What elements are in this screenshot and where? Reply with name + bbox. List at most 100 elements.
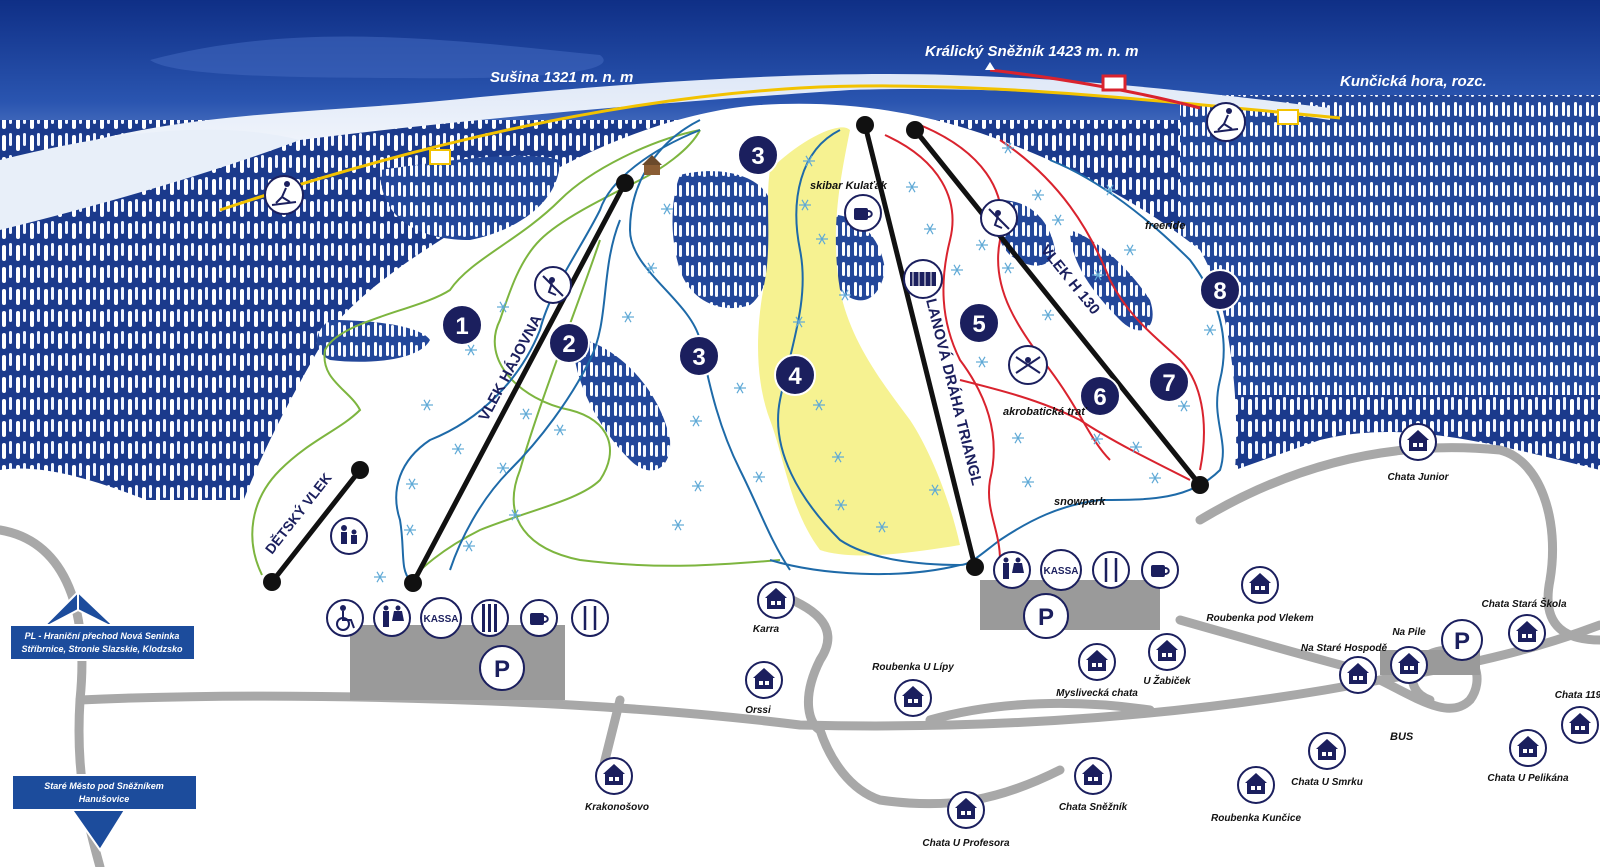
cash-desk-badge: KASSA [1040,549,1082,591]
cash-desk-label: KASSA [1043,566,1078,577]
svg-text:Orssi: Orssi [745,705,771,716]
svg-text:Na Pile: Na Pile [1392,627,1426,638]
sign-line-2: Stříbrnice, Stronie Slazskie, Klodzsko [21,644,183,654]
accommodation-roubenka-kuncice[interactable]: Roubenka Kunčice [1211,766,1301,824]
slope-number: 4 [788,363,802,390]
accommodation-chata-u-profesora[interactable]: Chata U Profesora [922,791,1010,849]
accommodation-karra[interactable]: Karra [753,581,795,635]
accommodation-roubenka-pod-vlekem[interactable]: Roubenka pod Vlekem [1206,566,1314,624]
cash-desk-label: KASSA [423,614,458,625]
drag-lift-icon [534,266,572,304]
forest-right [1180,95,1600,395]
svg-text:Myslivecká chata: Myslivecká chata [1056,688,1138,699]
accommodation-chata-junior[interactable]: Chata Junior [1387,423,1450,483]
parking-lot-left [350,625,565,700]
accommodation-chata-u-pelikana[interactable]: Chata U Pelikána [1487,729,1569,784]
svg-text:Roubenka U Lípy: Roubenka U Lípy [872,662,954,673]
direction-sign-pl-border[interactable]: PL - Hraniční přechod Nová Seninka Stříb… [9,589,196,661]
svg-text:Chata U Pelikána: Chata U Pelikána [1487,773,1569,784]
trail-marker-yellow [429,149,451,165]
trail-marker-yellow [1277,109,1299,125]
family-icon [330,517,368,555]
direction-sign-stare-mesto[interactable]: Staré Město pod Sněžníkem Hanušovice [11,774,198,852]
cross-country-ski-icon [264,175,304,215]
slope-number: 1 [455,313,468,340]
toilet-icon [993,551,1031,589]
cabin-icon [642,155,662,175]
akrobaticka-label: akrobatická trať [1003,406,1088,418]
svg-text:Roubenka Kunčice: Roubenka Kunčice [1211,813,1301,824]
parking-label: P [1454,628,1470,655]
peak-label-kralicky: Králický Sněžník 1423 m. n. m [925,43,1138,60]
freestyle-skier-icon [1008,345,1048,385]
accommodation-chata-u-smrku[interactable]: Chata U Smrku [1291,732,1363,788]
accommodation-na-pile[interactable]: Na Pile [1390,627,1428,684]
accommodation-na-stare-hospode[interactable]: Na Staré Hospodě [1301,643,1388,694]
slope-number: 7 [1162,370,1175,397]
slope-badge[interactable]: 1 [441,304,483,346]
bus-stop-label: BUS [1390,731,1414,743]
peak-marker [985,62,995,70]
slope-number: 6 [1093,384,1106,411]
yellow-ridge-trail [219,84,1341,212]
lifts [269,122,1203,586]
slope-badge[interactable]: 3 [737,134,779,176]
svg-text:Na Staré Hospodě: Na Staré Hospodě [1301,643,1388,654]
svg-text:Chata Sněžník: Chata Sněžník [1059,802,1128,813]
coffee-cup-icon [1141,551,1179,589]
lift-stations [263,116,1209,592]
slope-number: 3 [751,143,764,170]
freeride-zone [758,127,960,556]
cash-desk-badge: KASSA [420,597,462,639]
sign-line-1: PL - Hraniční přechod Nová Seninka [25,631,180,641]
red-ridge-trail [989,68,1201,110]
toilet-icon [373,599,411,637]
forest-island [672,171,774,309]
svg-text:Chata 119: Chata 119 [1555,690,1600,701]
trail-marker-red [1101,74,1127,92]
svg-text:U Žabiček: U Žabiček [1143,674,1191,687]
slope-number: 2 [562,331,575,358]
svg-text:Karra: Karra [753,624,780,635]
slope-badge[interactable]: 3 [678,335,720,377]
svg-text:Chata U Smrku: Chata U Smrku [1291,777,1363,788]
restaurant-icon [1092,551,1130,589]
svg-text:Krakonošovo: Krakonošovo [585,802,649,813]
forest-island [380,155,560,240]
parking-badge: P [1441,619,1483,661]
slope-badge[interactable]: 2 [548,322,590,364]
accommodation-orssi[interactable]: Orssi [745,661,783,716]
accommodation-krakonosovo[interactable]: Krakonošovo [585,757,649,813]
slope-badge[interactable]: 5 [958,302,1000,344]
coffee-cup-icon [520,599,558,637]
svg-text:Roubenka pod Vlekem: Roubenka pod Vlekem [1206,613,1313,624]
accommodation-u-zabicek[interactable]: U Žabiček [1143,633,1191,687]
parking-badge: P [1023,593,1069,639]
accommodation-chata-119[interactable]: Chata 119 [1555,690,1600,744]
restaurant-icon [571,599,609,637]
accommodation-roubenka-u-lipy[interactable]: Roubenka U Lípy [872,662,954,717]
slope-badge[interactable]: 7 [1148,361,1190,403]
svg-text:Chata Stará Škola: Chata Stará Škola [1481,597,1566,610]
slope-number: 3 [692,344,705,371]
slope-badge[interactable]: 4 [774,354,816,396]
blue-pistes [395,119,1225,581]
accommodation-chata-stara-skola[interactable]: Chata Stará Škola [1481,597,1567,652]
accommodation-myslivecka-chata[interactable]: Myslivecká chata [1056,643,1138,699]
parking-label: P [494,656,510,683]
freeride-label: freeride [1145,220,1185,232]
slope-badge[interactable]: 6 [1079,375,1121,417]
forest-island [1070,230,1153,331]
peak-label-susina: Sušina 1321 m. n. m [490,69,633,86]
cross-country-ski-icon [1206,102,1246,142]
peak-label-kuncicka: Kunčická hora, rozc. [1340,73,1487,90]
parking-label: P [1038,604,1054,631]
wheelchair-icon [326,599,364,637]
sign-line-2: Hanušovice [79,794,130,804]
accommodation-chata-sneznik[interactable]: Chata Sněžník [1059,757,1128,813]
slope-number: 5 [972,311,985,338]
ski-rental-icon [471,599,509,637]
slope-badge[interactable]: 8 [1199,269,1241,311]
skibar-label: skibar Kulaťák [810,180,888,192]
